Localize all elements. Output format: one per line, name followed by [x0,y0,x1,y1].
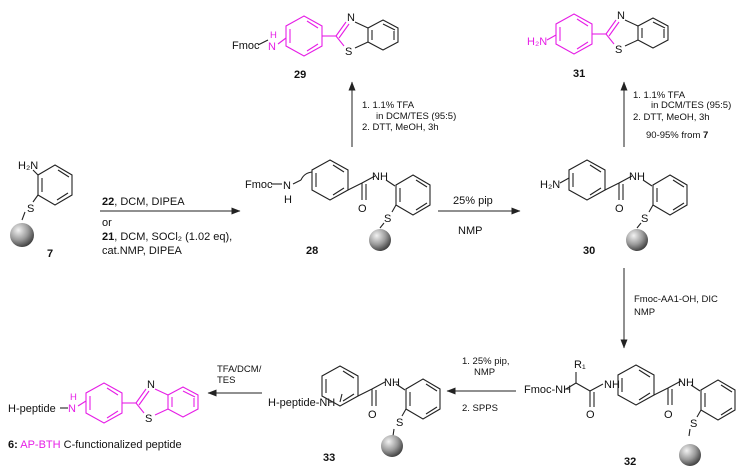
svg-text:Fmoc: Fmoc [232,40,260,52]
product-6-caption: 6: AP-BTH C-functionalized peptide [8,439,182,451]
svg-text:2. DTT, MeOH, 3h: 2. DTT, MeOH, 3h [362,122,439,133]
product-6-structure: H-peptide N H N S [8,379,199,425]
svg-text:H₂N: H₂N [527,36,547,48]
compound-32-structure: Fmoc-NH R₁ O NH O NH S [524,359,736,466]
svg-text:NH: NH [629,171,645,183]
svg-text:90-95% from 7: 90-95% from 7 [646,130,708,141]
compound-29-label: 29 [294,69,306,81]
svg-text:NH: NH [678,377,694,389]
compound-28-label: 28 [306,245,318,257]
svg-text:S: S [641,213,648,225]
svg-text:N: N [147,379,155,391]
svg-text:O: O [615,203,624,215]
svg-text:R₁: R₁ [574,359,586,371]
svg-text:1. 1.1% TFA: 1. 1.1% TFA [362,100,415,111]
svg-text:21, DCM, SOCl₂ (1.02 eq),: 21, DCM, SOCl₂ (1.02 eq), [102,231,232,243]
conditions-7-to-28: 22, DCM, DIPEA or 21, DCM, SOCl₂ (1.02 e… [102,196,232,257]
svg-text:N: N [617,10,625,22]
svg-text:in DCM/TES (95:5): in DCM/TES (95:5) [651,100,731,111]
svg-text:S: S [345,46,352,58]
conditions-32-to-33-line1: 1. 25% pip, [462,356,510,367]
sulfur-label: S [27,203,34,215]
svg-text:N: N [268,41,276,53]
resin-bead-icon [679,444,701,466]
compound-30-label: 30 [583,245,595,257]
svg-text:22, DCM, DIPEA: 22, DCM, DIPEA [102,196,185,208]
svg-text:H: H [70,392,77,403]
svg-text:S: S [690,418,697,430]
svg-text:H-peptide-NH: H-peptide-NH [268,397,335,409]
svg-text:N: N [347,12,355,24]
compound-7-structure: H₂N S [10,160,73,247]
svg-text:O: O [358,203,367,215]
svg-text:Fmoc: Fmoc [245,179,273,191]
resin-bead-icon [10,223,34,247]
compound-28-structure: Fmoc N H O NH S [245,159,431,251]
svg-text:S: S [396,417,403,429]
conditions-28-to-30-above: 25% pip [453,195,493,207]
compound-33-structure: H-peptide-NH O NH S [268,365,441,457]
svg-text:S: S [145,413,152,425]
conditions-33-to-6-line2: TES [217,375,235,386]
svg-text:N: N [283,180,291,192]
svg-text:H: H [284,194,292,206]
resin-bead-icon [369,229,391,251]
svg-text:2. DTT, MeOH, 3h: 2. DTT, MeOH, 3h [633,112,710,123]
svg-text:H: H [270,30,277,41]
conditions-32-to-33-line3: 2. SPPS [462,403,498,414]
conditions-30-to-32-line2: NMP [634,307,655,318]
compound-31-label: 31 [573,68,585,80]
compound-33-label: 33 [323,452,335,464]
svg-text:O: O [664,409,673,421]
compound-32-label: 32 [624,456,636,468]
svg-text:NH: NH [372,171,388,183]
conditions-33-to-6-line1: TFA/DCM/ [217,364,262,375]
svg-text:N: N [68,403,76,415]
svg-text:in DCM/TES (95:5): in DCM/TES (95:5) [376,111,456,122]
compound-7-label: 7 [47,248,53,260]
svg-text:cat.NMP, DIPEA: cat.NMP, DIPEA [102,245,183,257]
conditions-30-to-31: 1. 1.1% TFA in DCM/TES (95:5) 2. DTT, Me… [633,90,731,141]
amine-label: H₂N [18,160,38,172]
svg-text:S: S [384,213,391,225]
compound-29-structure: Fmoc N H N S [232,12,399,58]
compound-31-structure: H₂N N S [527,10,669,56]
svg-text:Fmoc-NH: Fmoc-NH [524,384,571,396]
resin-bead-icon [381,435,403,457]
resin-bead-icon [626,229,648,251]
svg-text:NH: NH [384,377,400,389]
conditions-32-to-33-line2: NMP [474,367,495,378]
conditions-30-to-32-line1: Fmoc-AA1-OH, DIC [634,294,718,305]
svg-text:O: O [586,409,595,421]
svg-text:H-peptide: H-peptide [8,403,56,415]
svg-text:O: O [368,409,377,421]
svg-text:or: or [102,217,112,229]
compound-30-structure: H₂N O NH S [540,159,688,251]
svg-text:NH: NH [604,379,620,391]
svg-text:H₂N: H₂N [540,179,560,191]
conditions-28-to-30-below: NMP [458,225,482,237]
svg-text:1. 1.1% TFA: 1. 1.1% TFA [633,90,686,101]
svg-text:S: S [615,44,622,56]
conditions-28-to-29: 1. 1.1% TFA in DCM/TES (95:5) 2. DTT, Me… [362,100,456,133]
